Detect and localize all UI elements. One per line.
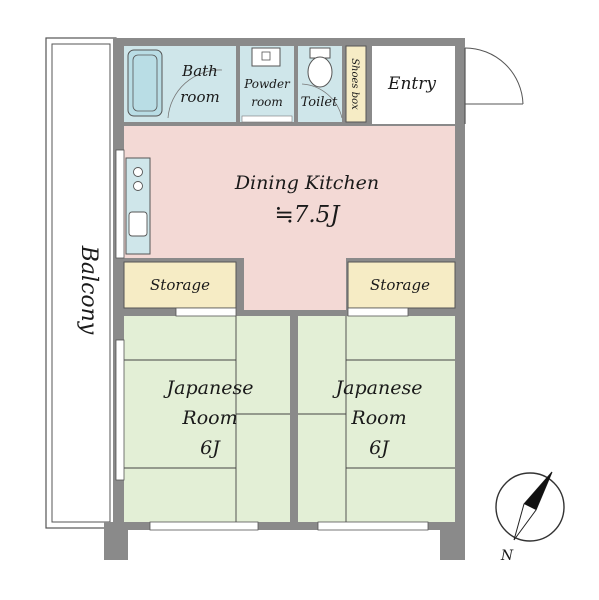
bath-room-label-1: Bath	[181, 62, 218, 80]
compass-north-label: N	[500, 548, 514, 564]
toilet-icon	[307, 56, 333, 88]
japanese-room-left-size: 6J	[200, 437, 221, 459]
shoes-box	[345, 45, 367, 123]
japanese-room-right-label-1: Japanese	[332, 377, 423, 399]
storage-left-label: Storage	[150, 276, 210, 294]
storage-left-floor	[123, 261, 237, 309]
balcony-label: Balcony	[76, 245, 101, 335]
kitchen-sink-icon	[128, 211, 148, 237]
dining-kitchen-size: ≒7.5J	[274, 202, 341, 228]
windows	[115, 149, 429, 531]
entry-label: Entry	[387, 74, 436, 94]
powder-room-label-2: room	[251, 95, 283, 109]
japanese-room-left-label-2: Room	[181, 407, 237, 429]
sink-icon	[251, 47, 281, 67]
bathtub-icon	[127, 49, 163, 117]
powder-room-label-1: Powder	[243, 77, 291, 91]
stove-burner-icon	[133, 167, 143, 177]
toilet-label: Toilet	[301, 95, 338, 110]
balcony: Balcony	[45, 37, 117, 529]
shoes-box-label: Shoes box	[349, 58, 360, 110]
dining-kitchen-floor	[124, 126, 455, 310]
bath-room-label-2: room	[180, 88, 219, 106]
compass: N	[495, 471, 565, 564]
japanese-room-left	[124, 316, 290, 522]
japanese-room-right	[298, 316, 455, 522]
kitchen-counter	[125, 157, 151, 255]
japanese-room-left-label-1: Japanese	[163, 377, 254, 399]
entry-door	[464, 47, 524, 124]
japanese-room-right-size: 6J	[369, 437, 390, 459]
japanese-room-right-label-2: Room	[350, 407, 406, 429]
entry-floor	[372, 46, 455, 124]
dining-kitchen-label: Dining Kitchen	[234, 172, 379, 194]
storage-right-label: Storage	[370, 276, 430, 294]
